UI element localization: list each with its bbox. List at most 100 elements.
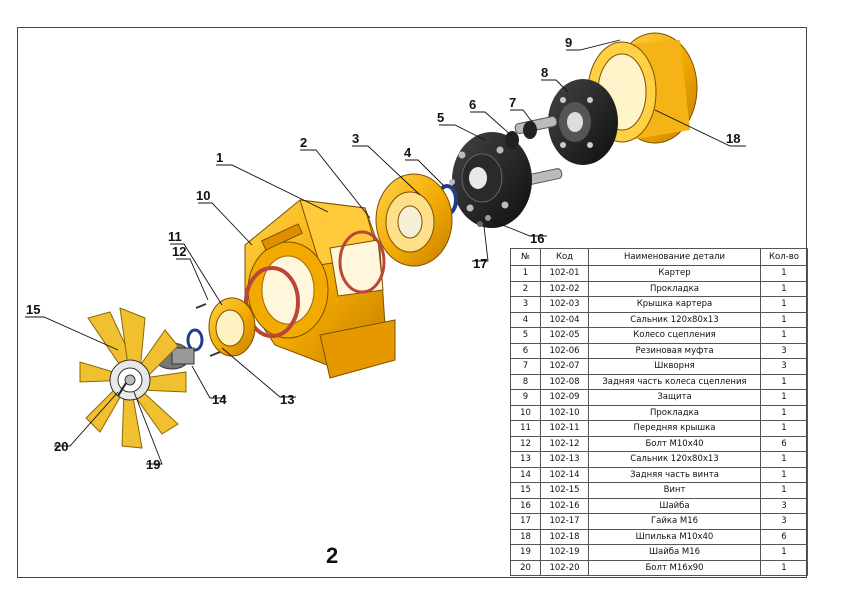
bom-cell-code: 102-01 (540, 265, 589, 282)
callout-13: 13 (280, 392, 294, 407)
bom-header-quantity: Кол-во (760, 248, 808, 266)
bom-cell-number: 19 (510, 544, 541, 561)
bom-cell-part-name: Картер (588, 265, 761, 282)
bom-cell-quantity: 1 (760, 327, 808, 344)
bom-cell-number: 20 (510, 559, 541, 576)
callout-9: 9 (565, 35, 572, 50)
callout-10: 10 (196, 188, 210, 203)
callout-8: 8 (541, 65, 548, 80)
bom-cell-quantity: 1 (760, 265, 808, 282)
callout-3: 3 (352, 131, 359, 146)
callout-6: 6 (469, 97, 476, 112)
bom-header-code: Код (540, 248, 589, 266)
callout-1: 1 (216, 150, 223, 165)
bom-cell-number: 6 (510, 342, 541, 359)
bom-cell-code: 102-07 (540, 358, 589, 375)
bom-cell-quantity: 1 (760, 311, 808, 328)
bom-cell-part-name: Шпилька M10x40 (588, 528, 761, 545)
bom-cell-quantity: 1 (760, 420, 808, 437)
callout-12: 12 (172, 244, 186, 259)
part-8-rear-clutch-wheel (548, 79, 618, 165)
part-5-clutch-wheel (449, 132, 532, 228)
bom-cell-code: 102-09 (540, 389, 589, 406)
part-10-gasket (244, 266, 300, 338)
part-1-crankcase (244, 199, 396, 379)
bom-cell-part-name: Передняя крышка (588, 420, 761, 437)
callout-18: 18 (726, 131, 740, 146)
bom-cell-part-name: Болт M16x90 (588, 559, 761, 576)
sheet-number: 2 (326, 543, 339, 568)
callout-17: 17 (473, 256, 487, 271)
bom-cell-number: 16 (510, 497, 541, 514)
bom-cell-quantity: 1 (760, 373, 808, 390)
bom-cell-number: 15 (510, 482, 541, 499)
part-13-seal (186, 328, 204, 352)
bom-cell-part-name: Сальник 120x80x13 (588, 451, 761, 468)
bom-cell-number: 1 (510, 265, 541, 282)
bom-cell-code: 102-03 (540, 296, 589, 313)
part-6-rubber-coupling (505, 121, 537, 149)
bom-cell-quantity: 3 (760, 342, 808, 359)
bom-cell-number: 18 (510, 528, 541, 545)
bom-cell-quantity: 1 (760, 296, 808, 313)
bom-cell-code: 102-11 (540, 420, 589, 437)
bom-cell-number: 9 (510, 389, 541, 406)
bom-cell-number: 5 (510, 327, 541, 344)
bom-cell-code: 102-10 (540, 404, 589, 421)
bom-cell-part-name: Шайба (588, 497, 761, 514)
bom-cell-quantity: 3 (760, 497, 808, 514)
bom-cell-quantity: 6 (760, 435, 808, 452)
bom-cell-code: 102-13 (540, 451, 589, 468)
callout-7: 7 (509, 95, 516, 110)
bom-cell-quantity: 3 (760, 358, 808, 375)
callout-20: 20 (54, 439, 68, 454)
bom-cell-code: 102-05 (540, 327, 589, 344)
bom-cell-quantity: 1 (760, 559, 808, 576)
bom-cell-number: 3 (510, 296, 541, 313)
bom-cell-part-name: Защита (588, 389, 761, 406)
bom-cell-part-name: Задняя часть колеса сцепления (588, 373, 761, 390)
bom-cell-code: 102-02 (540, 280, 589, 297)
part-11-front-cover (208, 297, 256, 357)
bom-cell-code: 102-08 (540, 373, 589, 390)
bom-cell-code: 102-19 (540, 544, 589, 561)
bom-cell-part-name: Крышка картера (588, 296, 761, 313)
callout-16: 16 (530, 231, 544, 246)
bom-cell-number: 17 (510, 513, 541, 530)
bom-cell-quantity: 1 (760, 451, 808, 468)
bom-cell-code: 102-20 (540, 559, 589, 576)
callout-14: 14 (212, 392, 227, 407)
bom-cell-part-name: Резиновая муфта (588, 342, 761, 359)
leader-lines (25, 39, 746, 465)
bom-header-number: № (510, 248, 541, 266)
bom-cell-number: 4 (510, 311, 541, 328)
part-3-crankcase-cover (375, 173, 453, 267)
bom-cell-part-name: Винт (588, 482, 761, 499)
part-19-washer (124, 374, 136, 386)
bom-cell-code: 102-06 (540, 342, 589, 359)
bom-cell-number: 14 (510, 466, 541, 483)
bom-header-part-name: Наименование детали (588, 248, 761, 266)
bom-cell-number: 11 (510, 420, 541, 437)
bom-cell-number: 10 (510, 404, 541, 421)
bom-cell-quantity: 3 (760, 513, 808, 530)
bom-cell-quantity: 1 (760, 466, 808, 483)
part-17-nuts (477, 221, 483, 227)
